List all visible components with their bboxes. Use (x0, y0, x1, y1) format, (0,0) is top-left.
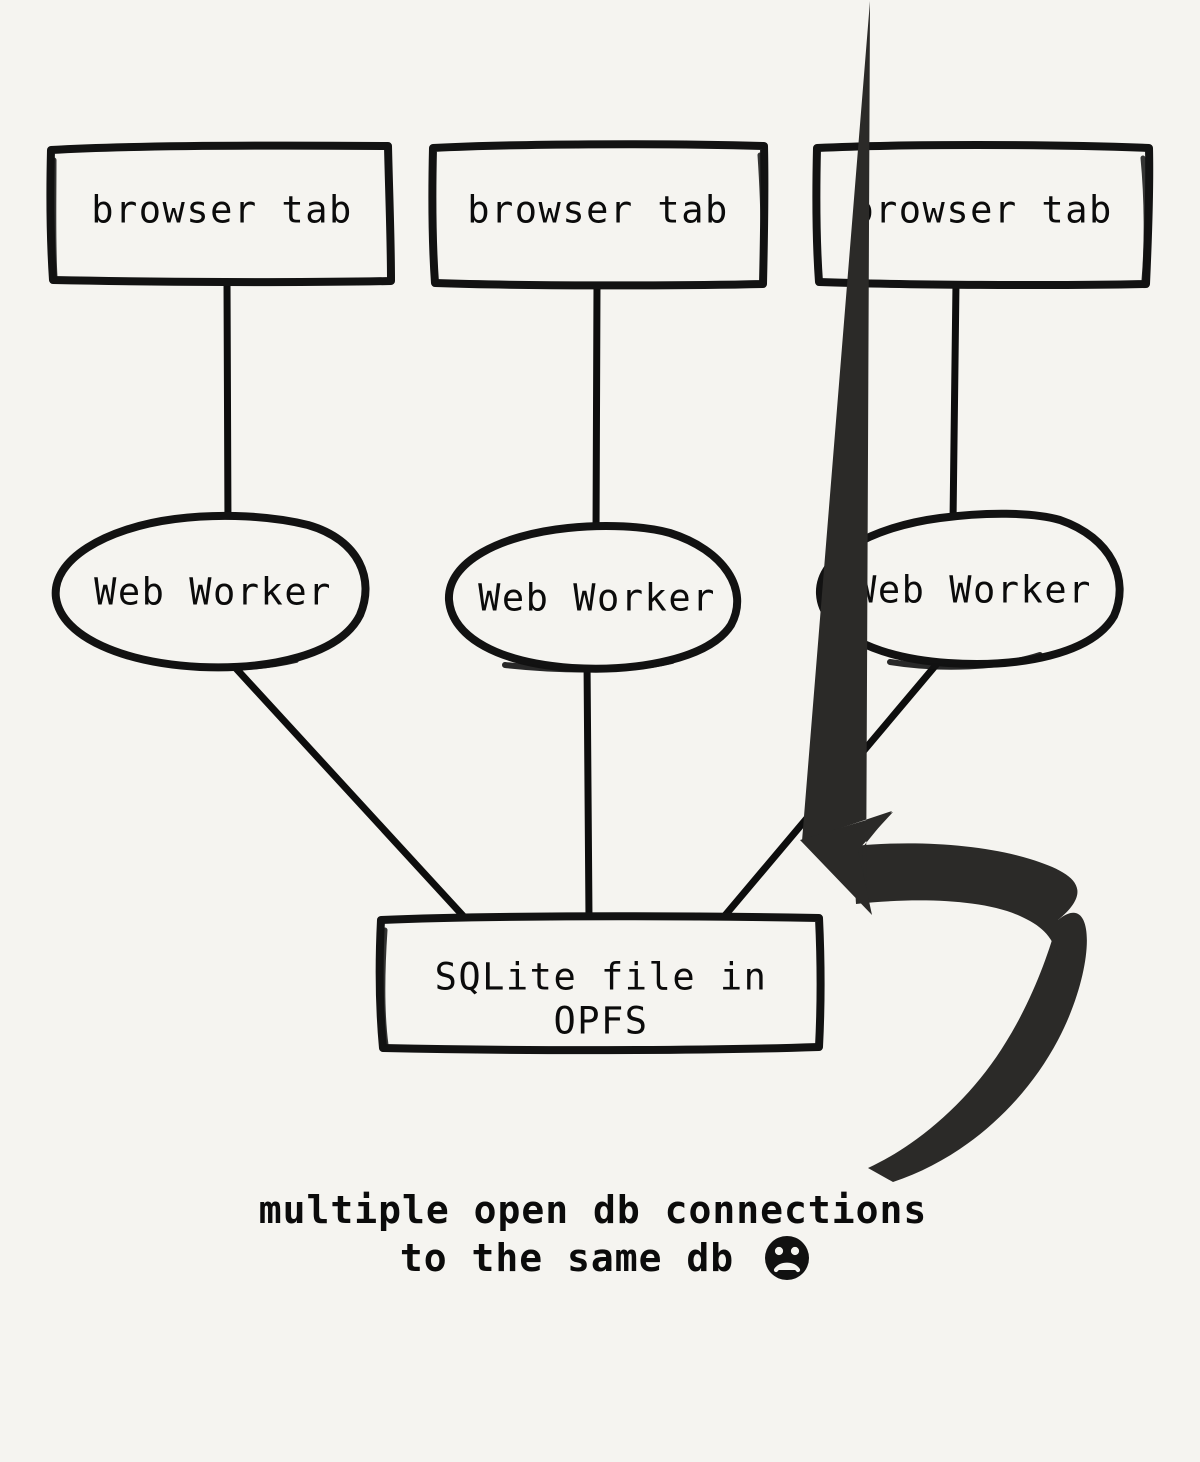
browser-tab-2-label: browser tab (467, 189, 729, 232)
connector-tab3-worker3 (949, 279, 960, 526)
sqlite-opfs-label-line2: OPFS (553, 1000, 648, 1043)
web-worker-2-outline (444, 521, 742, 673)
annotation-caption-line2: to the same db (400, 1236, 734, 1280)
browser-tab-3[interactable]: browser tab (812, 141, 1154, 290)
sqlite-opfs-box-outline-2 (380, 927, 389, 1048)
sqlite-opfs-box-outline (375, 912, 825, 1055)
connector-tab2-worker2 (592, 280, 601, 540)
annotation-caption-line1: multiple open db connections (259, 1188, 928, 1232)
web-worker-1-outline (51, 511, 370, 672)
browser-tab-3-outline-2 (1140, 155, 1149, 283)
browser-tab-1-label: browser tab (91, 189, 353, 232)
annotation-arrow-body-upper (855, 843, 1078, 956)
annotation-curved-arrow (800, 1, 1087, 1182)
annotation-arrowhead (802, 1, 892, 906)
connector-worker1-storage (227, 659, 470, 923)
web-worker-1-label: Web Worker (94, 571, 332, 614)
web-worker-2-label: Web Worker (478, 577, 716, 620)
web-worker-1[interactable]: Web Worker (51, 511, 371, 672)
connector-tab1-worker1 (223, 277, 232, 534)
annotation-arrowhead-shape (800, 812, 893, 915)
frowning-face-icon (765, 1236, 809, 1280)
annotation-caption: multiple open db connections to the same… (259, 1188, 928, 1280)
sqlite-opfs-label-line1: SQLite file in (435, 956, 768, 999)
browser-tab-2-outline (428, 140, 769, 290)
browser-tab-3-outline (812, 141, 1154, 290)
sqlite-opfs-box[interactable]: SQLite file in OPFS (375, 912, 825, 1055)
browser-tab-3-label: browser tab (851, 189, 1113, 232)
web-worker-3-outline-2 (887, 652, 1043, 670)
web-worker-1-outline-2 (169, 657, 299, 671)
web-worker-2[interactable]: Web Worker (444, 521, 747, 673)
browser-tab-2-outline-2 (757, 152, 766, 283)
browser-tab-2[interactable]: browser tab (428, 140, 769, 290)
browser-tab-1[interactable]: browser tab (46, 141, 395, 287)
web-worker-2-outline-2 (502, 658, 675, 673)
web-worker-3-label: Web Worker (854, 569, 1092, 612)
browser-tab-1-outline-2 (51, 157, 58, 280)
annotation-arrow-body (868, 912, 1087, 1182)
connector-worker2-storage (583, 656, 593, 923)
